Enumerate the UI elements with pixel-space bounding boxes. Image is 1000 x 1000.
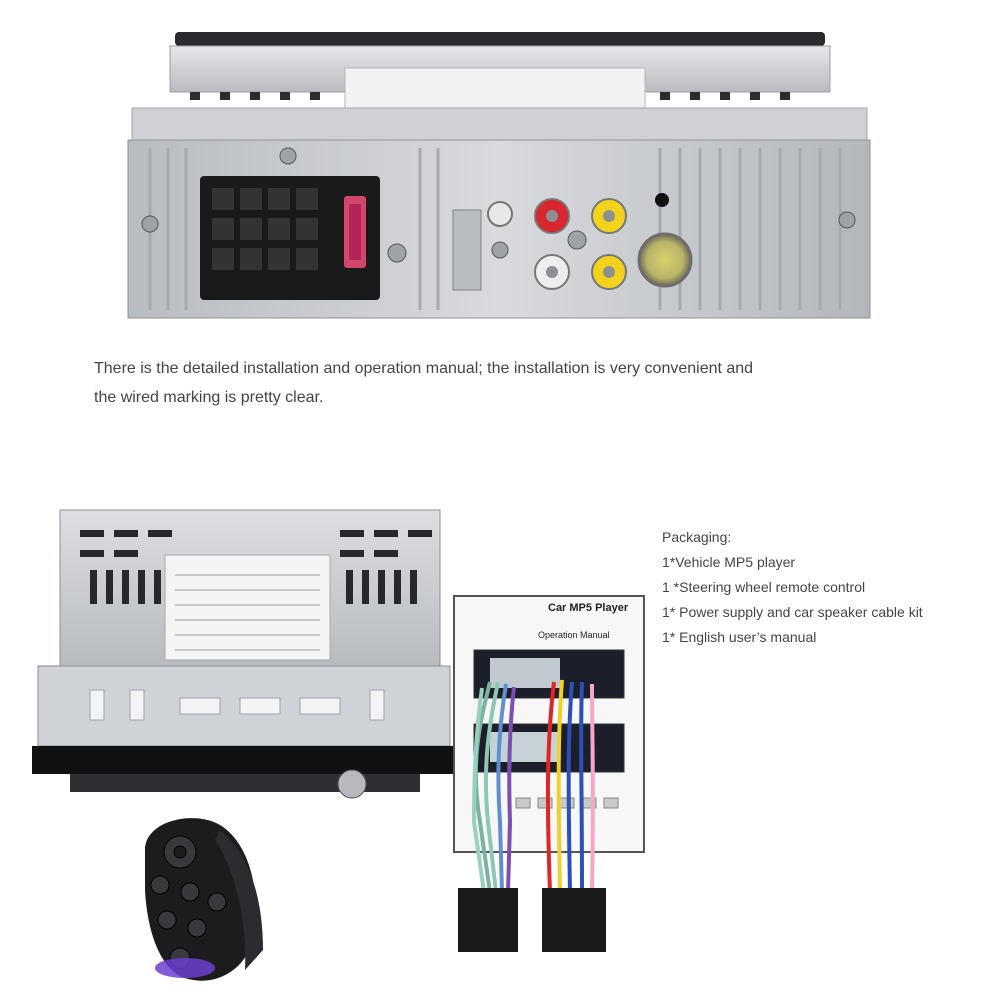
packaging-list: Packaging: 1*Vehicle MP5 player 1 *Steer… <box>662 525 992 650</box>
manual-and-cables-photo <box>453 595 645 952</box>
rear-panel-photo <box>127 32 871 319</box>
manual-subtitle: Operation Manual <box>538 630 610 640</box>
packaging-heading: Packaging: <box>662 529 732 545</box>
packaging-item: 1* Power supply and car speaker cable ki… <box>662 604 923 620</box>
manual-title: Car MP5 Player <box>548 602 629 614</box>
packaging-item: 1*Vehicle MP5 player <box>662 554 796 570</box>
steering-wheel-remote-photo <box>145 818 263 981</box>
caption-line-1: There is the detailed installation and o… <box>94 360 754 377</box>
packaging-item: 1* English user’s manual <box>662 629 817 645</box>
product-caption: There is the detailed installation and o… <box>94 354 854 412</box>
caption-line-2: the wired marking is pretty clear. <box>94 389 324 406</box>
packaging-item: 1 *Steering wheel remote control <box>662 579 866 595</box>
head-unit-photo <box>32 509 454 799</box>
